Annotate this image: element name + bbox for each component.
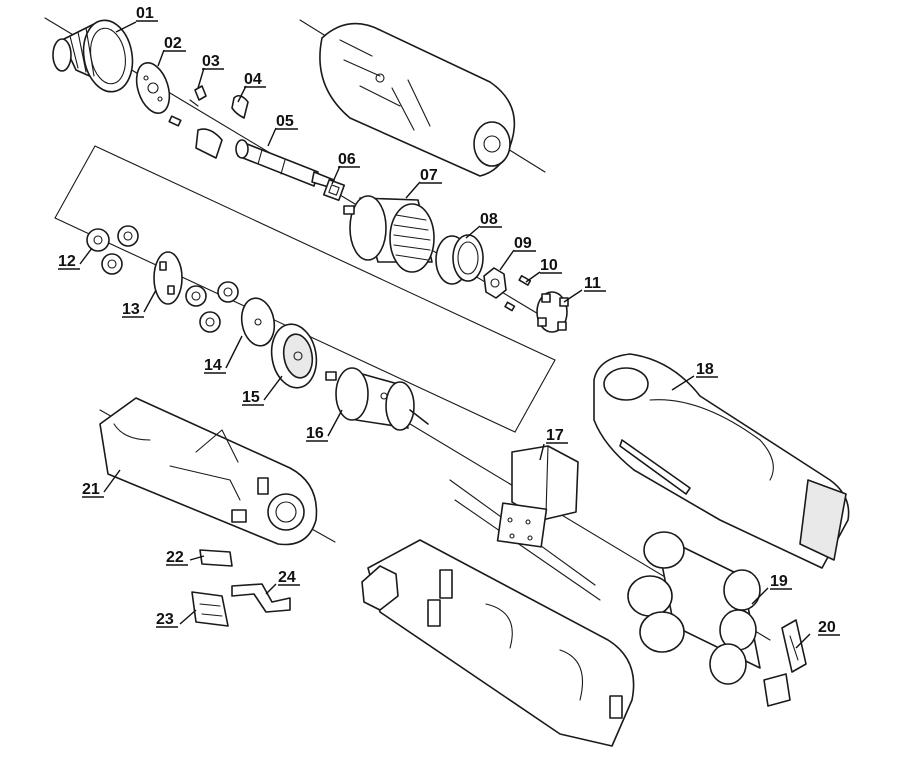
battery-housing-lower [361,539,635,747]
part-13-gear-carrier [153,251,183,305]
part-06-coupler [322,178,346,202]
part-09-small-gear [483,267,507,299]
part-16-motor [325,367,429,431]
label-03: 03 [202,53,220,70]
label-20: 20 [818,619,836,636]
leader-lines [79,21,811,649]
label-24: 24 [278,569,296,586]
label-21: 21 [82,481,100,498]
label-05: 05 [276,113,294,130]
label-23: 23 [156,611,174,628]
part-21-lower-housing [99,397,318,546]
label-12: 12 [58,253,76,270]
label-18: 18 [696,361,714,378]
label-08: 08 [480,211,498,228]
part-05-spindle-shaft [235,139,335,189]
part-19-battery-pack [627,531,761,685]
part-labels: 01 02 03 04 05 06 07 08 09 10 11 12 13 1… [58,5,840,636]
label-06: 06 [338,151,356,168]
label-01: 01 [136,5,154,22]
label-22: 22 [166,549,184,566]
label-16: 16 [306,425,324,442]
part-01-nose-cone [52,19,134,93]
label-04: 04 [244,71,262,88]
part-04-spring-clips [195,94,249,159]
part-12-planet-gears [86,225,139,275]
label-19: 19 [770,573,788,590]
label-09: 09 [514,235,532,252]
part-02-plate [135,62,182,127]
part-23-bracket [191,591,229,627]
label-11: 11 [584,275,601,292]
label-17: 17 [546,427,564,444]
upper-housing-half [319,22,516,177]
part-14-washer-disc [240,297,276,347]
part-22-contact [199,549,233,567]
label-02: 02 [164,35,182,52]
label-15: 15 [242,389,260,406]
part-07-gear-housing [343,195,435,273]
part-10-pin [504,274,532,312]
part-20-terminal [763,619,807,707]
part-11-planet-carrier [536,291,569,333]
label-10: 10 [540,257,558,274]
part-08-ring-gear [435,234,484,285]
label-07: 07 [420,167,438,184]
part-24-clip [231,583,291,613]
part-15-motor-plate [270,323,318,389]
planet-gears-set-2 [185,281,239,333]
label-13: 13 [122,301,140,318]
part-18-grip-housing [593,353,850,569]
part-17-switch [496,445,579,548]
part-03-clip [189,85,207,107]
label-14: 14 [204,357,222,374]
